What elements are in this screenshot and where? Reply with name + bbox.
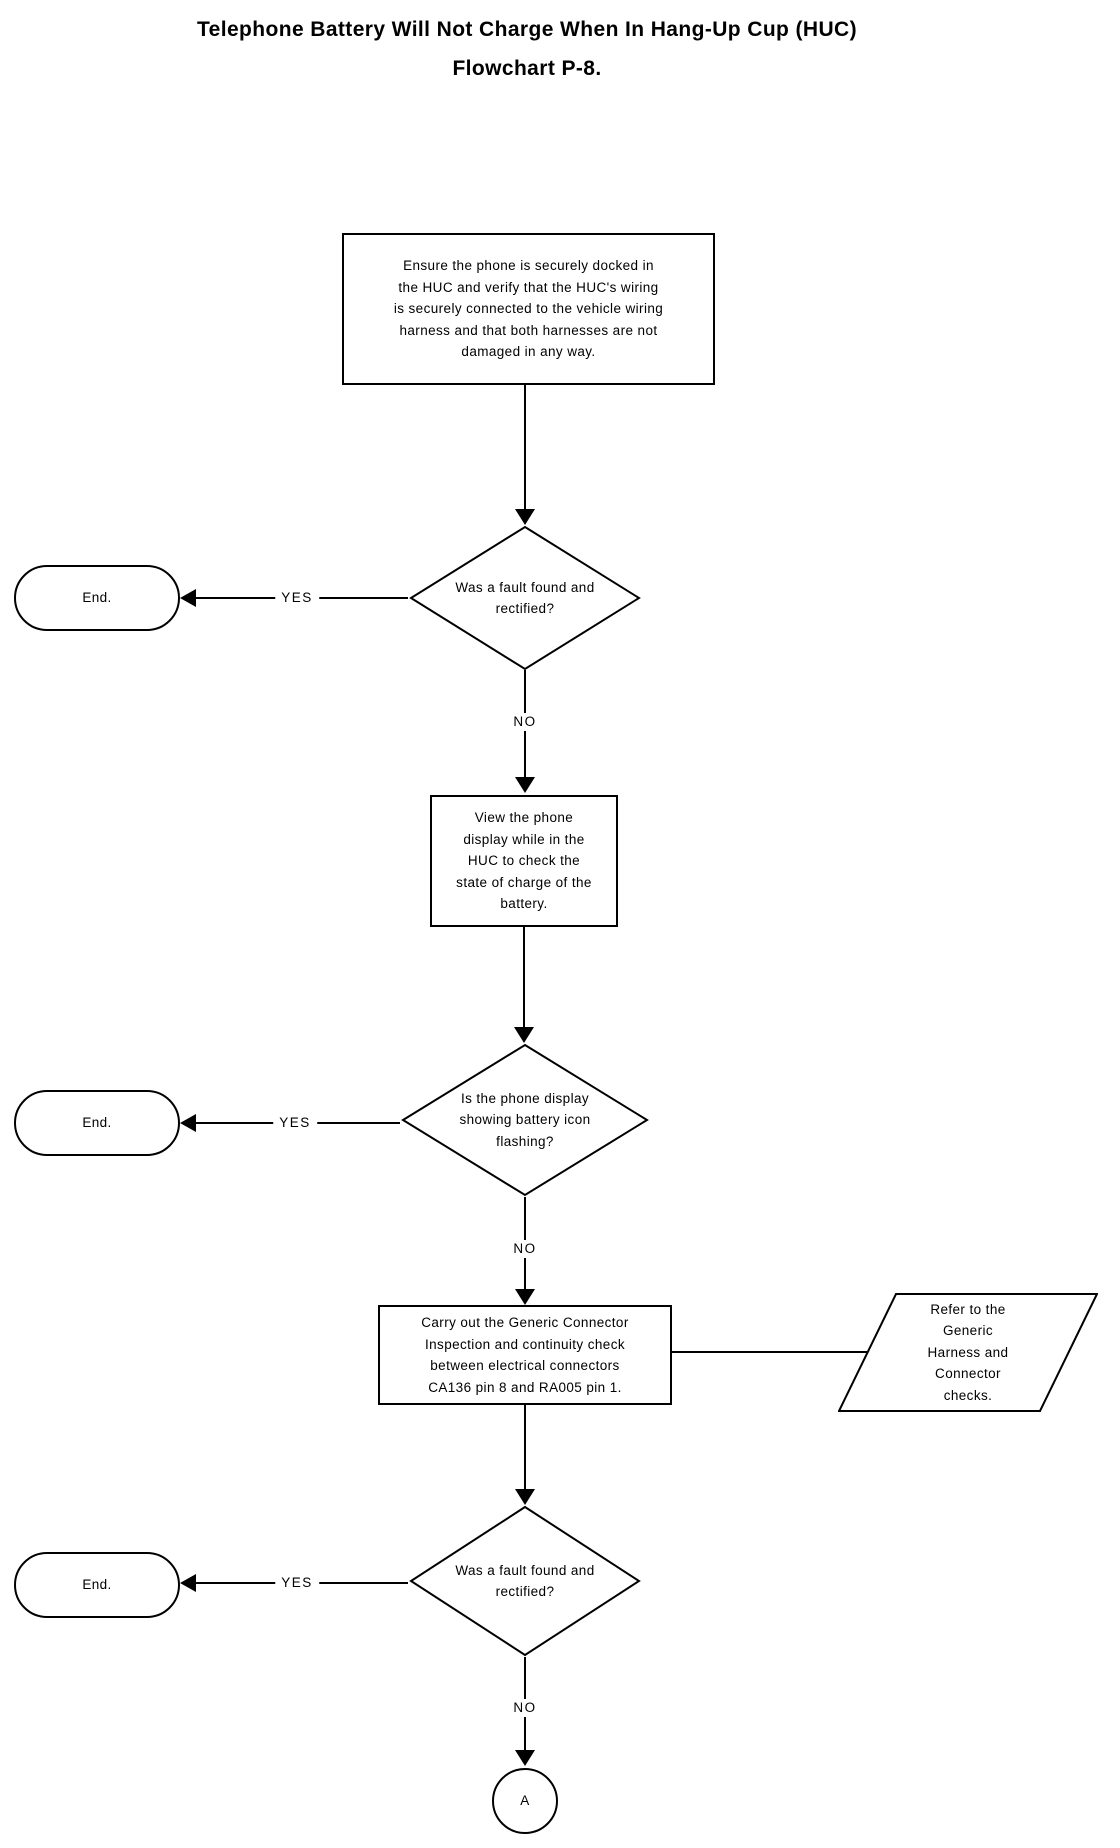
arrowhead-left-end1 [180,589,196,607]
reference-parallelogram: Refer to the Generic Harness and Connect… [838,1293,1098,1412]
arrowhead-down-decision1 [515,509,535,525]
decision-diamond-1-shape [409,525,641,671]
end-terminator-2-text: End. [82,1115,112,1131]
connector-circle-a: A [492,1768,558,1834]
reference-parallelogram-text: Refer to the Generic Harness and Connect… [927,1301,1009,1403]
flow-line-step3-decision3 [524,1405,526,1489]
end-terminator-3-text: End. [82,1577,112,1593]
yes-label-1: YES [275,589,319,607]
end-terminator-3: End. [14,1552,180,1618]
page-title-line-2: Flowchart P-8. [452,57,602,80]
flow-line-step3-reference [672,1351,867,1353]
process-box-step1-text: Ensure the phone is securely docked in t… [393,258,664,360]
no-label-1: NO [507,713,543,731]
decision-diamond-1-text: Was a fault found and rectified? [455,579,595,617]
process-box-step2-text: View the phone display while in the HUC … [456,810,592,912]
process-box-step1: Ensure the phone is securely docked in t… [342,233,715,385]
flow-line-step2-decision2 [523,927,525,1027]
arrowhead-left-end3 [180,1574,196,1592]
arrowhead-down-connector-a [515,1750,535,1766]
page-title-line-1: Telephone Battery Will Not Charge When I… [196,18,857,41]
page-title: Telephone Battery Will Not Charge When I… [0,10,1054,88]
process-box-step3: Carry out the Generic Connector Inspecti… [378,1305,672,1405]
no-label-2: NO [507,1240,543,1258]
arrowhead-left-end2 [180,1114,196,1132]
yes-label-2: YES [273,1114,317,1132]
decision-diamond-1: Was a fault found and rectified? [408,525,642,671]
yes-label-3: YES [275,1574,319,1592]
reference-parallelogram-shape [838,1293,1098,1412]
decision-diamond-2-text: Is the phone display showing battery ico… [459,1090,591,1149]
connector-circle-a-text: A [520,1793,530,1809]
arrowhead-down-step2 [515,777,535,793]
decision-diamond-3-shape [409,1505,641,1657]
end-terminator-1-text: End. [82,590,112,606]
decision-diamond-3: Was a fault found and rectified? [408,1505,642,1657]
arrowhead-down-decision2 [514,1027,534,1043]
end-terminator-1: End. [14,565,180,631]
process-box-step3-text: Carry out the Generic Connector Inspecti… [421,1315,629,1395]
decision-diamond-2: Is the phone display showing battery ico… [400,1043,650,1197]
process-box-step2: View the phone display while in the HUC … [430,795,618,927]
decision-diamond-2-shape [401,1043,649,1197]
no-label-3: NO [507,1699,543,1717]
arrowhead-down-step3 [515,1289,535,1305]
flow-line-step1-decision1 [524,385,526,511]
arrowhead-down-decision3 [515,1489,535,1505]
decision-diamond-3-text: Was a fault found and rectified? [455,1562,595,1600]
end-terminator-2: End. [14,1090,180,1156]
